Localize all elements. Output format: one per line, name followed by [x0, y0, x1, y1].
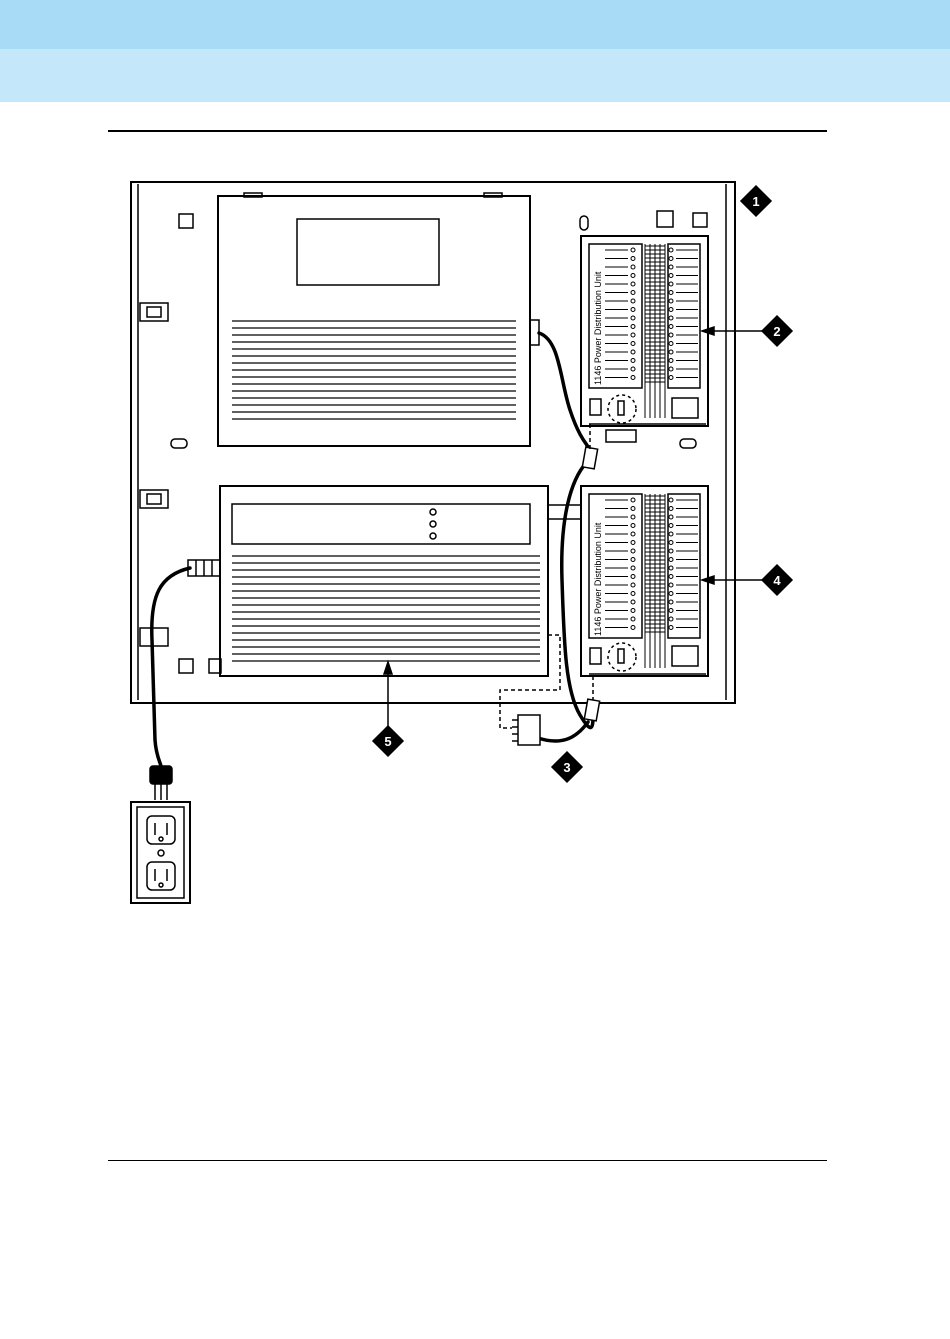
terminal-screw [631, 291, 635, 295]
terminal-screw [669, 316, 673, 320]
backboard [131, 182, 735, 703]
terminal-screw [669, 291, 673, 295]
terminal-screw [631, 350, 635, 354]
terminal-screw [631, 367, 635, 371]
lower-power-unit [188, 486, 581, 676]
terminal-screw [669, 333, 673, 337]
terminal-screw [669, 507, 673, 511]
svg-text:4: 4 [773, 573, 781, 588]
terminal-screw [669, 541, 673, 545]
terminal-screw [631, 626, 635, 630]
terminal-screw [669, 575, 673, 579]
terminal-screw [631, 617, 635, 621]
terminal-screw [669, 609, 673, 613]
terminal-screw [631, 600, 635, 604]
terminal-screw [631, 265, 635, 269]
upper-power-unit [218, 193, 539, 446]
terminal-screw [631, 248, 635, 252]
terminal-screw [631, 609, 635, 613]
terminal-screw [669, 248, 673, 252]
callout-marker-4: 4 [762, 565, 792, 595]
terminal-screw [631, 541, 635, 545]
terminal-screw [631, 583, 635, 587]
terminal-screw [669, 498, 673, 502]
terminal-screw [669, 325, 673, 329]
svg-text:1: 1 [752, 194, 759, 209]
terminal-screw [631, 592, 635, 596]
terminal-screw [631, 342, 635, 346]
callout-marker-5: 5 [373, 726, 403, 756]
pdu-upper-label: 1146 Power Distribution Unit [593, 271, 603, 385]
svg-text:2: 2 [773, 324, 780, 339]
terminal-screw [631, 274, 635, 278]
terminal-screw [669, 515, 673, 519]
svg-text:3: 3 [563, 760, 570, 775]
terminal-screw [631, 308, 635, 312]
terminal-screw [631, 333, 635, 337]
terminal-screw [631, 359, 635, 363]
terminal-screw [669, 359, 673, 363]
terminal-screw [669, 558, 673, 562]
terminal-screw [631, 566, 635, 570]
terminal-screw [669, 583, 673, 587]
terminal-screw [631, 282, 635, 286]
terminal-screw [669, 524, 673, 528]
terminal-screw [669, 257, 673, 261]
terminal-screw [631, 325, 635, 329]
terminal-screw [669, 532, 673, 536]
terminal-screw [631, 532, 635, 536]
terminal-screw [669, 549, 673, 553]
terminal-screw [631, 376, 635, 380]
terminal-screw [669, 299, 673, 303]
callout-marker-2: 2 [762, 316, 792, 346]
svg-text:5: 5 [384, 734, 391, 749]
callout-marker-3: 3 [552, 752, 582, 782]
terminal-screw [669, 566, 673, 570]
terminal-screw [669, 308, 673, 312]
terminal-screw [631, 507, 635, 511]
terminal-screw [631, 299, 635, 303]
terminal-screw [631, 257, 635, 261]
terminal-screw [631, 524, 635, 528]
terminal-screw [669, 592, 673, 596]
terminal-screw [669, 282, 673, 286]
terminal-screw [669, 617, 673, 621]
pdu-lower-label: 1146 Power Distribution Unit [593, 522, 603, 636]
terminal-screw [669, 376, 673, 380]
terminal-screw [669, 626, 673, 630]
terminal-screw [631, 575, 635, 579]
terminal-screw [669, 600, 673, 604]
terminal-screw [631, 558, 635, 562]
callout-arrows [384, 327, 762, 726]
wall-outlet [131, 802, 190, 903]
connectors [512, 447, 600, 745]
terminal-screw [669, 350, 673, 354]
terminal-screw [669, 274, 673, 278]
terminal-screw [631, 515, 635, 519]
plug [150, 766, 172, 800]
footer-rule [108, 1160, 827, 1161]
terminal-screw [631, 498, 635, 502]
callout-marker-1: 1 [741, 186, 771, 216]
terminal-screw [631, 549, 635, 553]
terminal-screw [669, 265, 673, 269]
terminal-screw [631, 316, 635, 320]
terminal-screw [669, 342, 673, 346]
terminal-screw [669, 367, 673, 371]
